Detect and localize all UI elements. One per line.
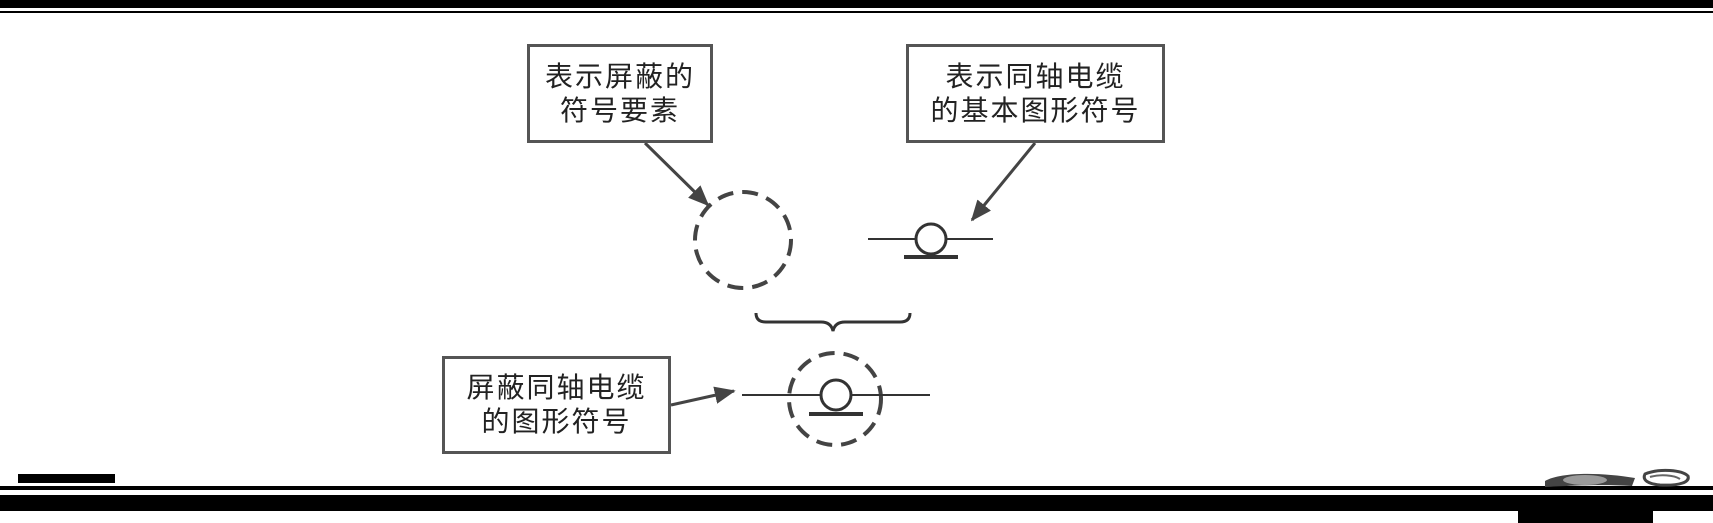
corner-smudge-mark xyxy=(1545,468,1690,487)
bottom-frame xyxy=(0,474,1713,523)
label-shield-element-line1: 表示屏蔽的 xyxy=(544,59,695,93)
dashed-circle-icon xyxy=(693,190,793,290)
curly-brace-icon xyxy=(754,312,912,332)
arrow-shielded-coax-symbol xyxy=(670,386,736,407)
label-shielded-coax-symbol-line1: 屏蔽同轴电缆 xyxy=(466,371,647,404)
shielded-coax-cable-icon xyxy=(742,351,930,447)
label-shield-element-line2: 符号要素 xyxy=(559,93,680,127)
coax-cable-icon xyxy=(868,222,993,259)
label-shielded-coax-symbol: 屏蔽同轴电缆 的图形符号 xyxy=(442,356,671,454)
top-frame xyxy=(0,0,1713,13)
label-coax-basic-symbol: 表示同轴电缆 的基本图形符号 xyxy=(906,44,1165,143)
arrow-coax-basic-symbol xyxy=(970,142,1037,222)
label-coax-basic-symbol-line2: 的基本图形符号 xyxy=(930,93,1141,127)
label-coax-basic-symbol-line1: 表示同轴电缆 xyxy=(945,59,1126,93)
arrow-shield-element xyxy=(643,141,710,207)
label-shield-element: 表示屏蔽的 符号要素 xyxy=(527,44,713,143)
label-shielded-coax-symbol-line2: 的图形符号 xyxy=(481,405,632,438)
shield-ring xyxy=(787,351,883,447)
